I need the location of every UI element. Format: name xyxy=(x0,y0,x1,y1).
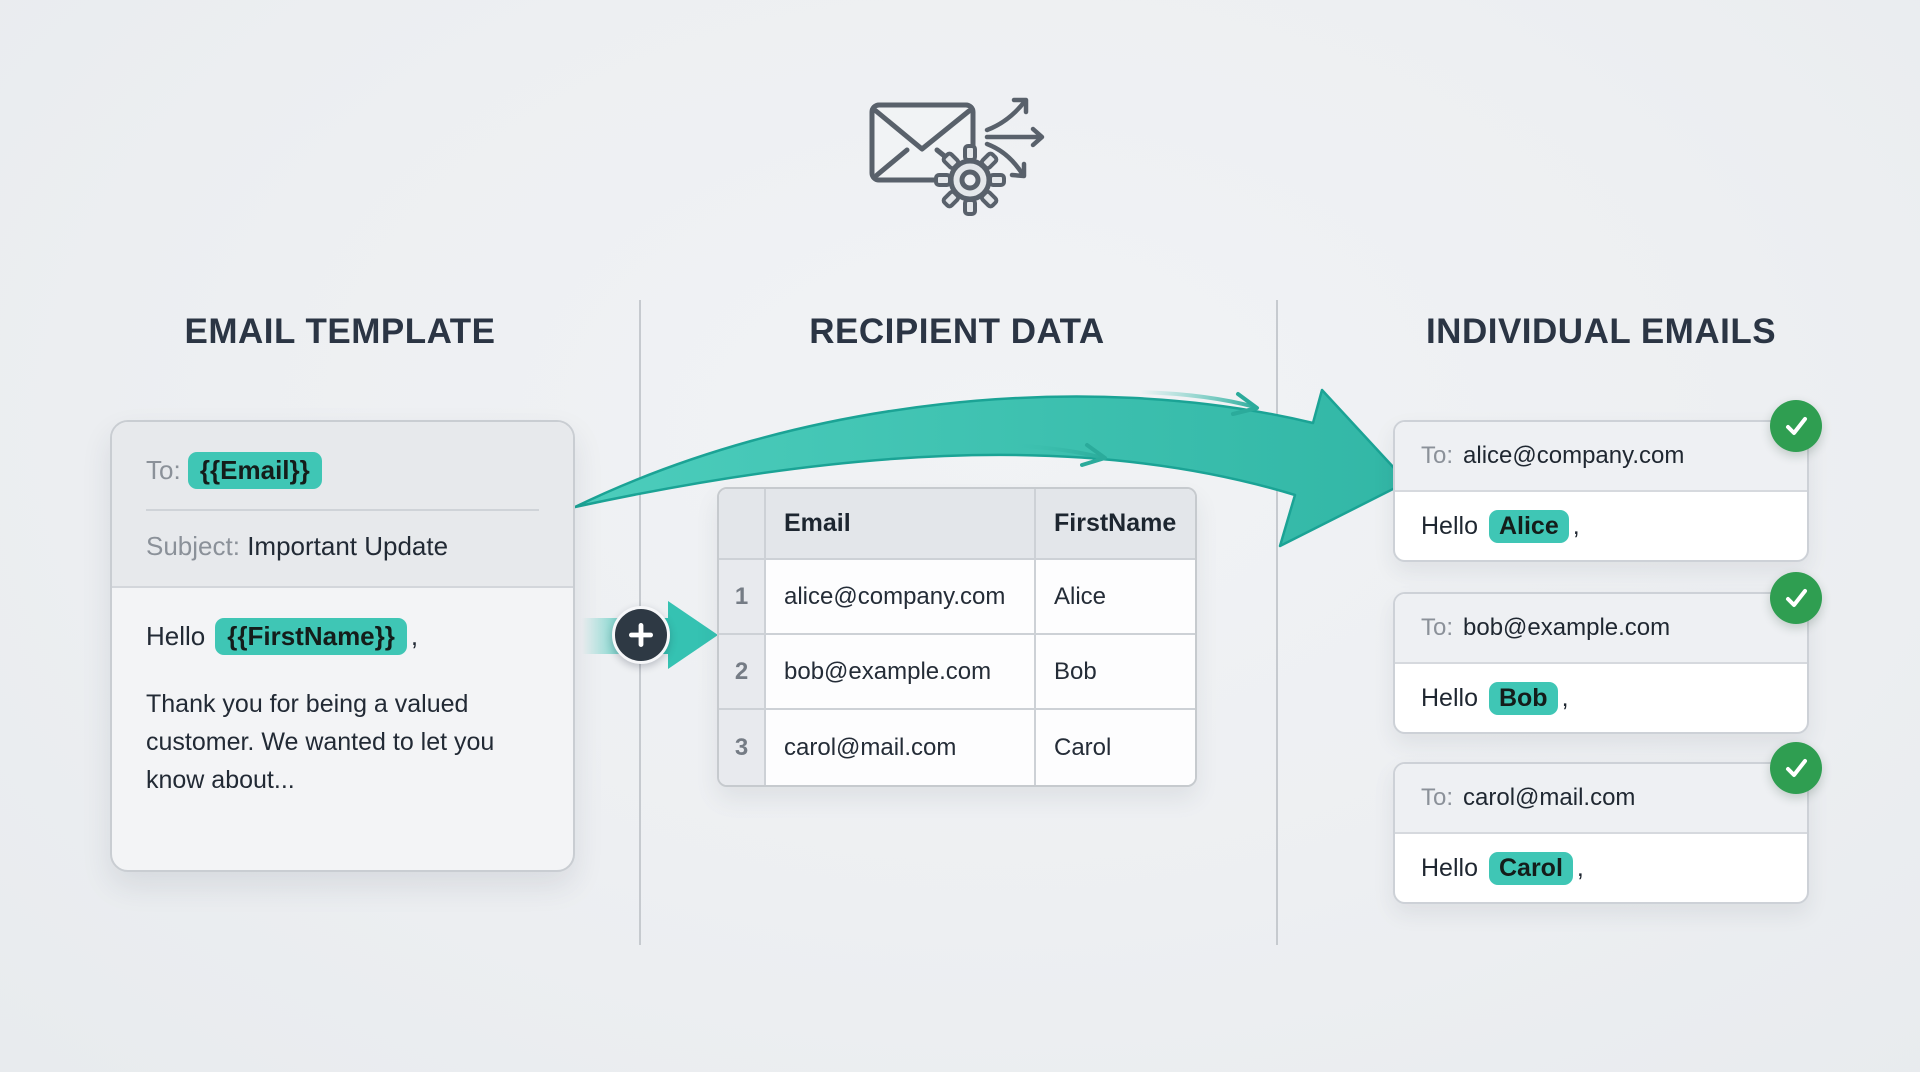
template-subject-label: Subject: xyxy=(146,531,240,561)
email-name-chip: Carol xyxy=(1488,851,1573,885)
individual-emails-section-title: INDIVIDUAL EMAILS xyxy=(1425,312,1777,351)
individual-email-card: To: bob@example.com Hello Bob, xyxy=(1393,572,1822,734)
table-header-email: Email xyxy=(766,489,1036,560)
table-cell-firstname: Carol xyxy=(1036,710,1195,785)
mail-merge-icon xyxy=(869,97,1045,216)
table-row-number: 3 xyxy=(719,710,766,785)
email-to-label: To: xyxy=(1421,442,1454,469)
greeting-prefix: Hello xyxy=(146,621,206,651)
individual-email-card: To: carol@mail.com Hello Carol, xyxy=(1393,742,1822,904)
recipient-data-section-title: RECIPIENT DATA xyxy=(809,312,1105,351)
plus-glyph xyxy=(629,623,653,647)
email-to-label: To: xyxy=(1421,784,1454,811)
email-card-to-row: To: bob@example.com xyxy=(1395,594,1807,664)
gear-icon xyxy=(934,144,1006,216)
greeting-punct: , xyxy=(410,621,419,651)
table-header-firstname: FirstName xyxy=(1036,489,1195,560)
template-to-row: To: {{Email}} xyxy=(146,452,539,489)
trace-arrow-top xyxy=(1138,390,1259,416)
merge-arrow-head xyxy=(668,601,718,669)
table-cell-firstname: Bob xyxy=(1036,635,1195,710)
table-row-number: 2 xyxy=(719,635,766,710)
firstname-variable-chip: {{FirstName}} xyxy=(215,618,407,655)
email-card-body: Hello Bob, xyxy=(1395,664,1807,732)
email-template-card: To: {{Email}} Subject: Important Update … xyxy=(110,420,575,872)
template-section-title: EMAIL TEMPLATE xyxy=(184,312,496,351)
template-header-rule xyxy=(146,509,539,511)
email-greeting-punct: , xyxy=(1572,511,1580,540)
email-greeting-prefix: Hello xyxy=(1421,853,1478,882)
template-subject-value: Important Update xyxy=(247,531,449,561)
email-name-chip: Bob xyxy=(1488,681,1558,715)
email-card-body: Hello Carol, xyxy=(1395,834,1807,902)
email-greeting-punct: , xyxy=(1576,853,1584,882)
table-cell-email: alice@company.com xyxy=(766,560,1036,635)
check-icon xyxy=(1770,400,1822,452)
template-to-label: To: xyxy=(146,455,181,485)
email-card-to-row: To: alice@company.com xyxy=(1395,422,1807,492)
table-cell-email: bob@example.com xyxy=(766,635,1036,710)
recipient-table: Email FirstName 1 alice@company.com Alic… xyxy=(717,487,1197,787)
template-card-header: To: {{Email}} Subject: Important Update xyxy=(112,422,573,588)
plus-icon xyxy=(612,606,670,664)
email-to-value: bob@example.com xyxy=(1463,614,1671,641)
table-cell-email: carol@mail.com xyxy=(766,710,1036,785)
trace-arrow-bottom xyxy=(1000,443,1107,467)
check-icon xyxy=(1770,572,1822,624)
check-icon xyxy=(1770,742,1822,794)
email-variable-chip: {{Email}} xyxy=(187,452,322,489)
individual-email-card: To: alice@company.com Hello Alice, xyxy=(1393,400,1822,562)
email-greeting-prefix: Hello xyxy=(1421,683,1478,712)
fan-arrows-icon xyxy=(984,97,1045,179)
email-to-label: To: xyxy=(1421,614,1454,641)
email-card-to-row: To: carol@mail.com xyxy=(1395,764,1807,834)
email-greeting-punct: , xyxy=(1561,683,1569,712)
template-greeting: Hello {{FirstName}}, xyxy=(146,618,539,655)
table-row-number: 1 xyxy=(719,560,766,635)
template-body-text: Thank you for being a valued customer. W… xyxy=(146,690,495,794)
email-card-body: Hello Alice, xyxy=(1395,492,1807,560)
template-card-body: Hello {{FirstName}}, Thank you for being … xyxy=(112,588,573,829)
email-greeting-prefix: Hello xyxy=(1421,511,1478,540)
template-subject-row: Subject: Important Update xyxy=(146,531,539,562)
email-name-chip: Alice xyxy=(1488,509,1569,543)
email-to-value: carol@mail.com xyxy=(1463,784,1636,811)
right-column-divider xyxy=(1276,300,1278,945)
email-to-value: alice@company.com xyxy=(1463,442,1685,469)
table-cell-firstname: Alice xyxy=(1036,560,1195,635)
table-corner-cell xyxy=(719,489,766,560)
